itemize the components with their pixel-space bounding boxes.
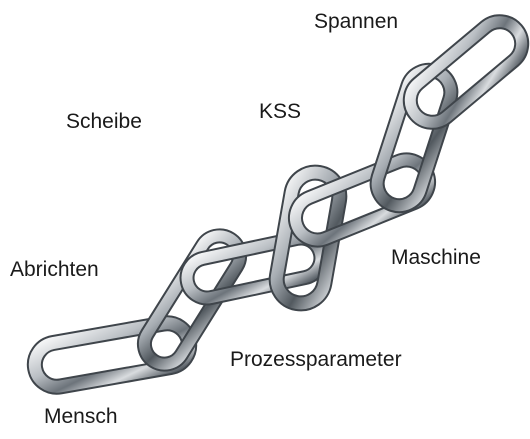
chain-link-1 (26, 315, 198, 395)
chain-link-2 (136, 228, 248, 372)
label-scheibe: Scheibe (66, 110, 142, 133)
label-prozessparameter: Prozessparameter (230, 348, 402, 371)
chain-link-7 (402, 14, 530, 130)
label-mensch: Mensch (44, 405, 118, 428)
label-kss: KSS (259, 100, 302, 123)
label-maschine: Maschine (391, 246, 481, 269)
label-abrichten: Abrichten (10, 258, 99, 281)
chain-link-3 (179, 230, 329, 306)
label-spannen: Spannen (314, 10, 399, 33)
